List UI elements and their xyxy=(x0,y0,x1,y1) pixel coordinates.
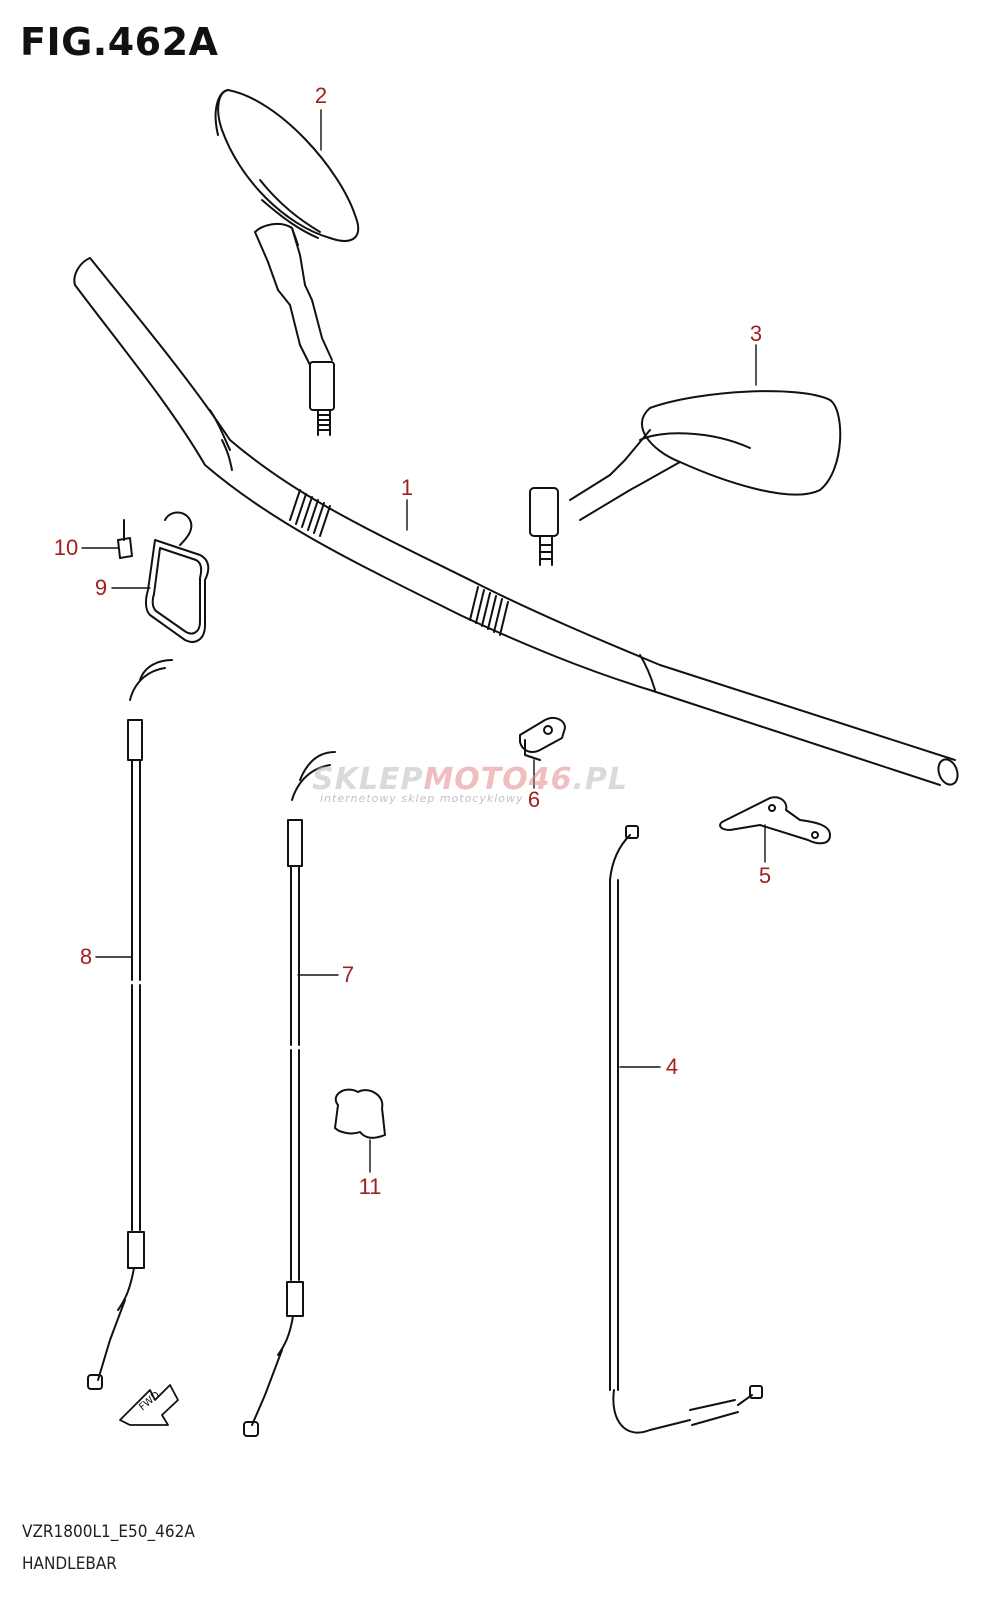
model-code: VZR1800L1_E50_462A xyxy=(22,1522,195,1542)
callout-4: 4 xyxy=(665,1054,679,1079)
leader-lines xyxy=(81,109,766,1173)
bolt-part-10 xyxy=(117,519,133,559)
callout-10: 10 xyxy=(53,535,79,560)
watermark-tagline: internetowy sklep motocyklowy xyxy=(320,792,524,805)
callout-3: 3 xyxy=(749,321,763,346)
callout-1: 1 xyxy=(400,475,414,500)
callout-6: 6 xyxy=(527,787,541,812)
clutch-cable-part-4 xyxy=(609,825,763,1434)
figure-title: FIG.462A xyxy=(20,20,219,64)
callout-8: 8 xyxy=(79,944,93,969)
cable-clip-part-11 xyxy=(334,1088,386,1139)
fwd-arrow xyxy=(119,1384,179,1426)
callout-2: 2 xyxy=(314,83,328,108)
callout-5: 5 xyxy=(758,863,772,888)
cable-guide-part-9 xyxy=(144,511,210,643)
mirror-right-part-3 xyxy=(529,390,842,566)
watermark-logo: SKLEPMOTO46.PL xyxy=(312,762,629,797)
mirror-left-part-2 xyxy=(214,89,360,436)
bracket-part-5 xyxy=(719,796,831,845)
clamp-part-6 xyxy=(519,717,566,761)
section-name: HANDLEBAR xyxy=(22,1554,117,1574)
throttle-cable-part-8 xyxy=(87,659,173,1390)
callout-9: 9 xyxy=(94,575,108,600)
callout-7: 7 xyxy=(341,962,355,987)
callout-11: 11 xyxy=(358,1174,382,1199)
throttle-cable-part-7 xyxy=(243,751,336,1437)
handlebar-part-1 xyxy=(73,257,959,786)
